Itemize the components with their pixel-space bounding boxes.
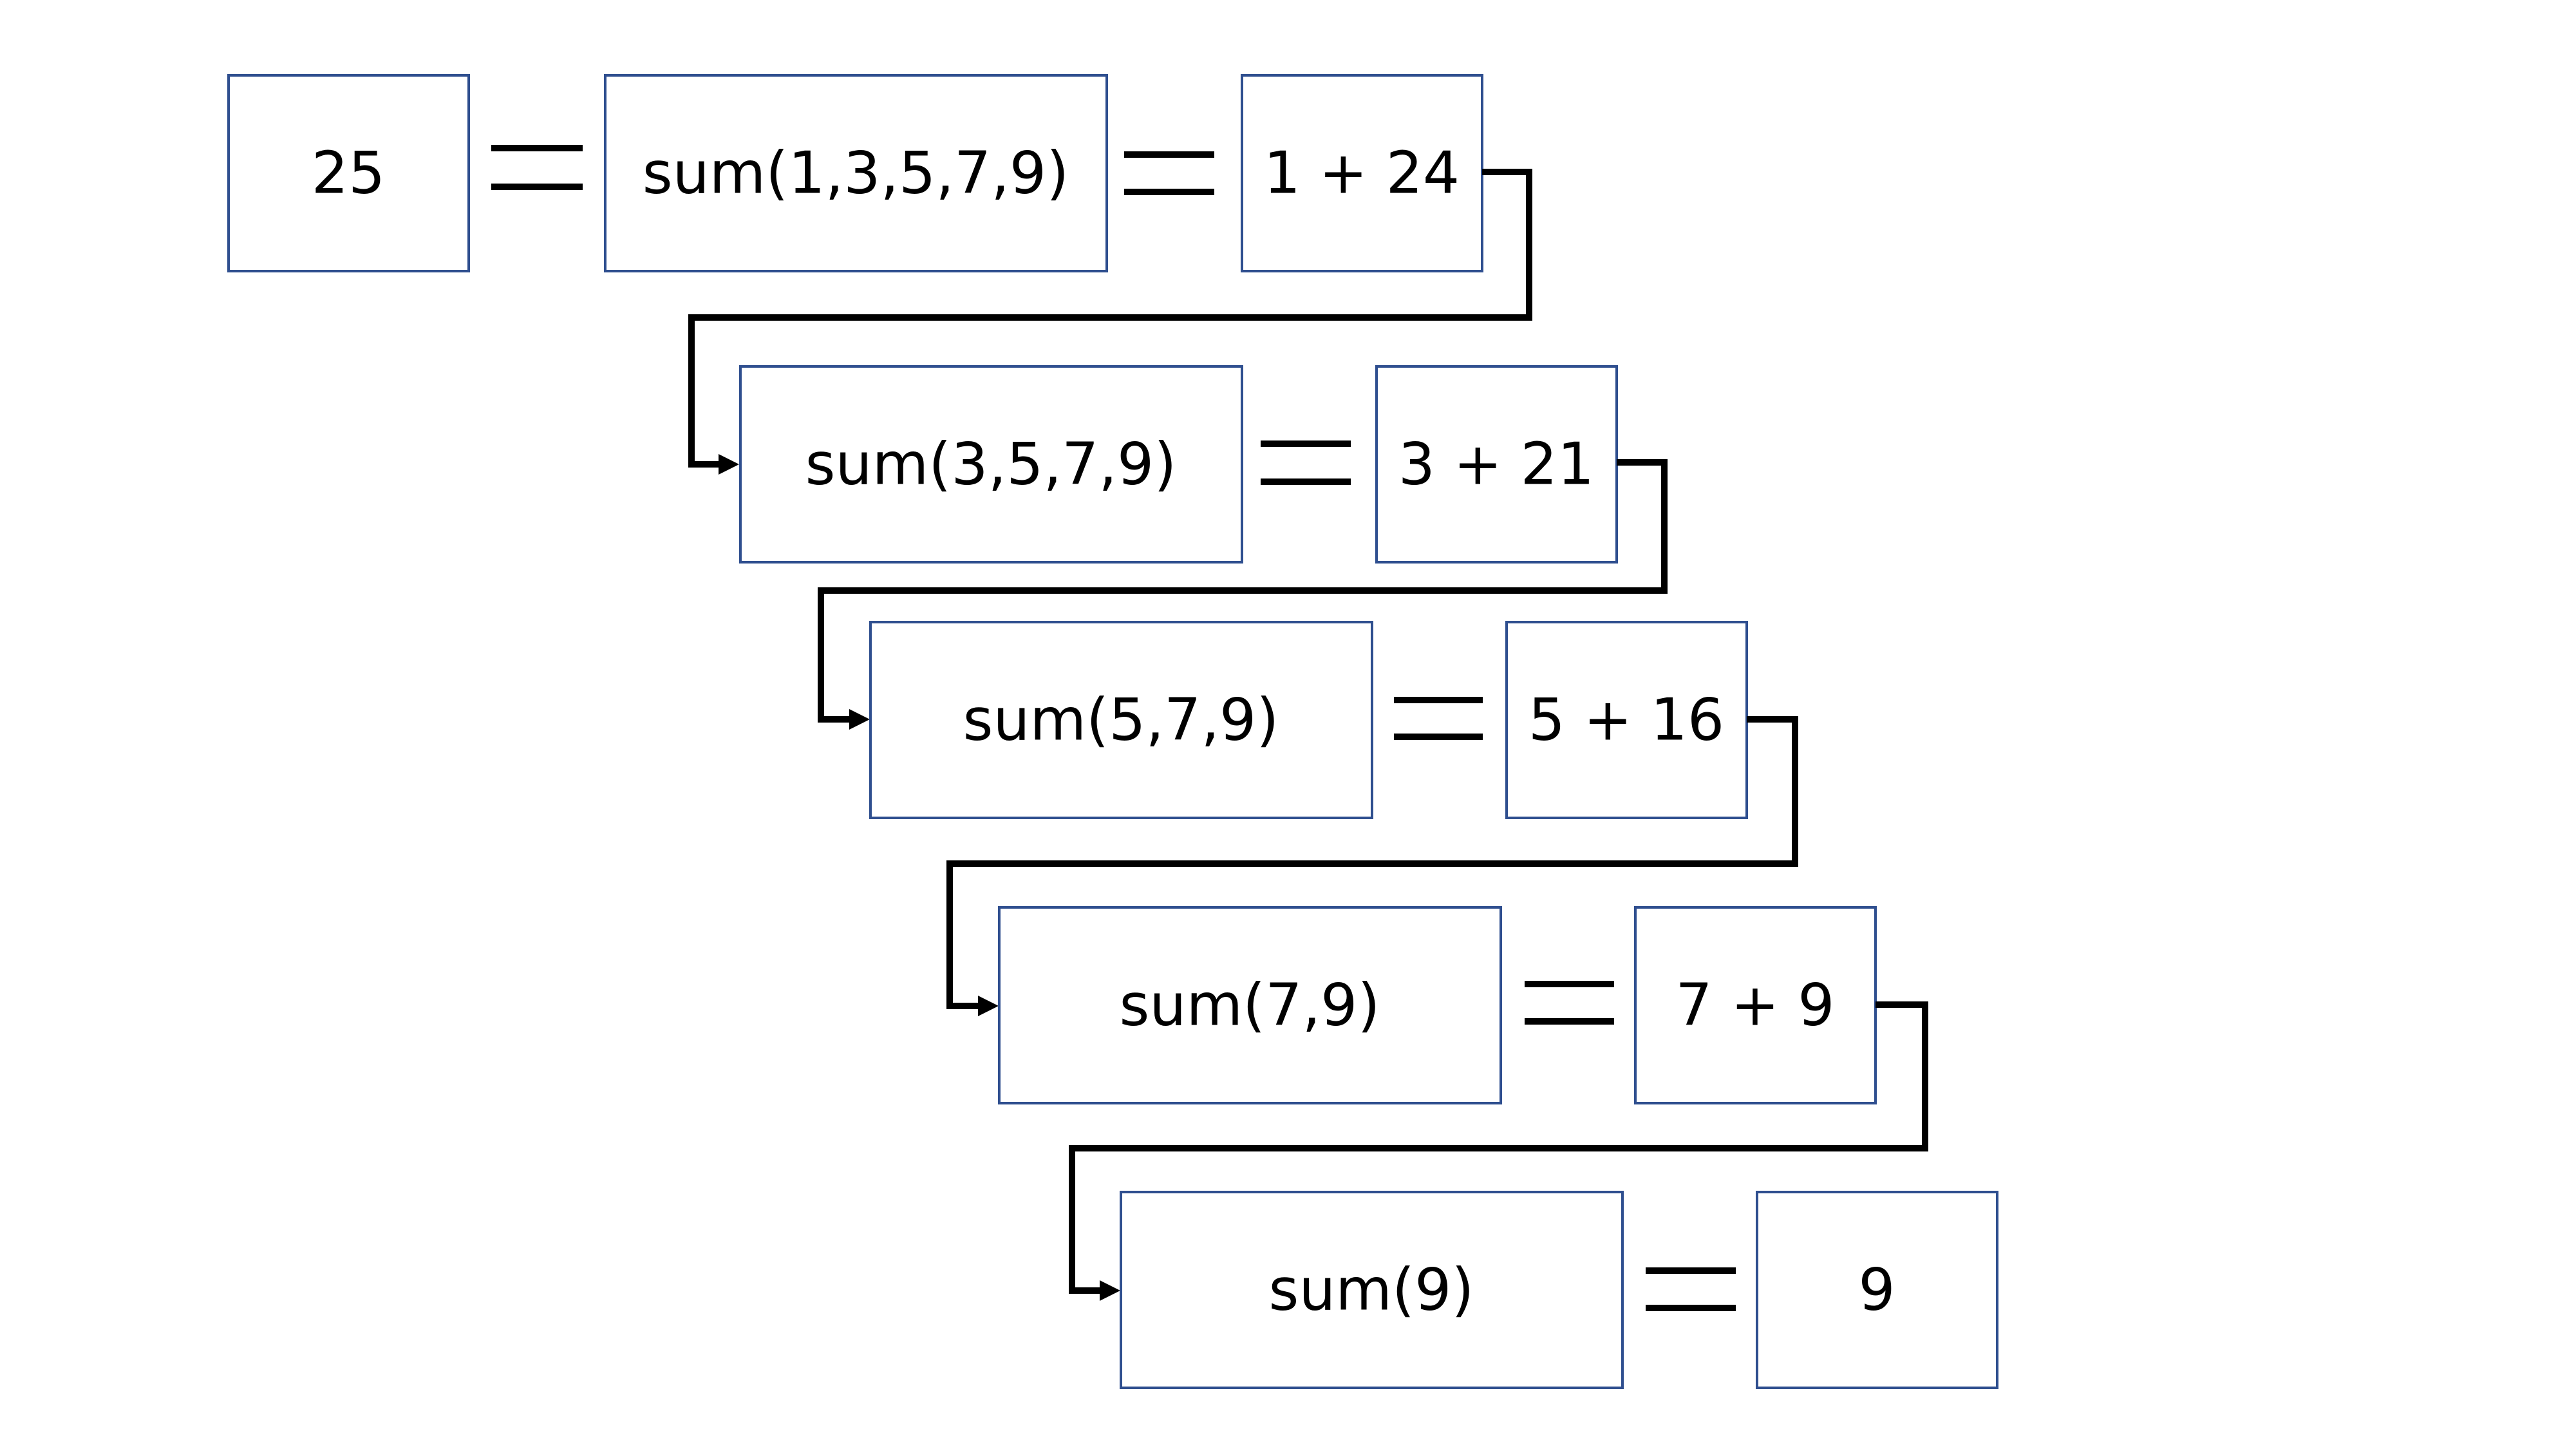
call-label: sum(1,3,5,7,9)	[643, 140, 1069, 207]
row-4: sum(7,9) 7 + 9	[998, 906, 1877, 1104]
equals-sign	[1261, 440, 1351, 485]
expansion-box: 9	[1756, 1191, 1998, 1389]
call-box: sum(5,7,9)	[869, 621, 1373, 819]
connector-arrow	[1069, 1001, 1928, 1301]
expansion-box: 7 + 9	[1634, 906, 1877, 1104]
call-label: sum(9)	[1268, 1256, 1474, 1324]
call-box: sum(9)	[1120, 1191, 1624, 1389]
call-label: sum(3,5,7,9)	[805, 431, 1177, 498]
expansion-box: 3 + 21	[1375, 365, 1618, 564]
equals-sign	[491, 145, 583, 190]
connector-arrow	[688, 169, 1532, 475]
expansion-label: 1 + 24	[1264, 140, 1460, 207]
equals-sign	[1525, 981, 1614, 1025]
equals-sign	[1394, 697, 1483, 740]
connector-arrow	[946, 716, 1798, 1016]
expansion-label: 5 + 16	[1528, 687, 1724, 754]
equals-sign	[1646, 1267, 1736, 1311]
row-1: 25 sum(1,3,5,7,9) 1 + 24	[227, 74, 1483, 272]
row-2: sum(3,5,7,9) 3 + 21	[739, 365, 1618, 564]
call-label: sum(5,7,9)	[963, 687, 1279, 754]
connector-arrow	[818, 459, 1668, 730]
expansion-label: 7 + 9	[1675, 972, 1834, 1039]
call-box: sum(3,5,7,9)	[739, 365, 1243, 564]
result-label: 25	[312, 140, 386, 207]
expansion-label: 9	[1858, 1256, 1895, 1324]
expansion-box: 1 + 24	[1241, 74, 1483, 272]
call-box: sum(7,9)	[998, 906, 1502, 1104]
expansion-box: 5 + 16	[1505, 621, 1748, 819]
call-box: sum(1,3,5,7,9)	[604, 74, 1108, 272]
call-label: sum(7,9)	[1120, 972, 1380, 1039]
row-3: sum(5,7,9) 5 + 16	[869, 621, 1748, 819]
row-5: sum(9) 9	[1120, 1191, 1998, 1389]
result-box: 25	[227, 74, 470, 272]
equals-sign	[1124, 151, 1214, 195]
expansion-label: 3 + 21	[1398, 431, 1594, 498]
